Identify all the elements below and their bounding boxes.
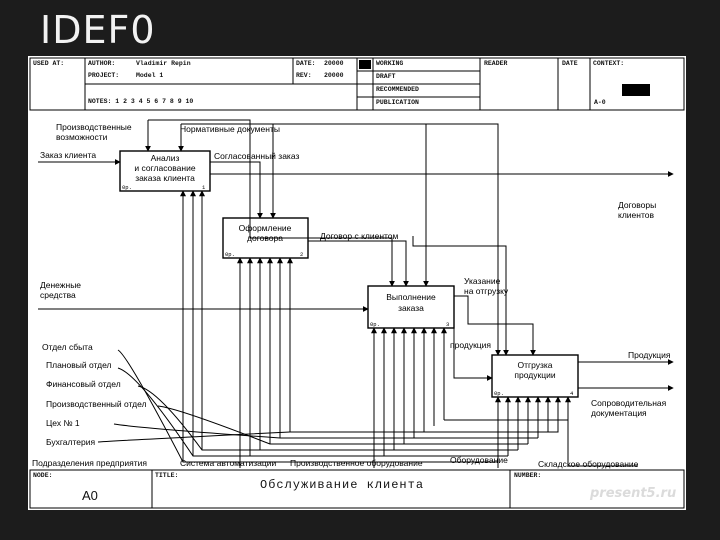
label-mech-6: Бухгалтерия — [46, 437, 95, 447]
label-contracts-out-2: клиентов — [618, 210, 654, 220]
box-a1-ref: 0р. — [122, 184, 132, 191]
context-mark — [622, 84, 650, 96]
label-money-1: Денежные — [40, 280, 81, 290]
watermark-logo: present5.ru — [590, 486, 677, 501]
used-at-label: USED AT: — [33, 60, 65, 67]
label-accompanying-docs-2: документация — [591, 408, 647, 418]
box-a3-line1: Выполнение — [386, 292, 436, 302]
box-a1-line1: Анализ — [151, 153, 180, 163]
box-a4-num: 4 — [570, 390, 574, 397]
label-equipment: Оборудование — [450, 455, 508, 465]
box-a3-num: 3 — [446, 321, 449, 328]
label-mech-5: Цех № 1 — [46, 418, 80, 428]
notes-row: NOTES: 1 2 3 4 5 6 7 8 9 10 — [88, 98, 194, 105]
label-client-contract: Договор с клиентом — [320, 231, 399, 241]
label-agreed-order: Согласованный заказ — [214, 151, 299, 161]
author-value: Vladimir Repin — [136, 60, 191, 67]
label-client-order: Заказ клиента — [40, 150, 96, 160]
label-mech-2: Плановый отдел — [46, 360, 112, 370]
box-a3-ref: 0р. — [370, 321, 380, 328]
footer-number-label: NUMBER: — [514, 472, 542, 479]
idef0-diagram: Анализ и согласование заказа клиента Офо… — [29, 57, 685, 509]
label-warehouse-equipment: Складское оборудование — [538, 459, 639, 469]
footer-node-value: A0 — [82, 488, 98, 503]
arrow-product-internal — [453, 318, 493, 381]
rev-value: 20000 — [324, 72, 344, 79]
mechanism-arrows — [180, 190, 571, 462]
label-automation-system: Система автоматизации — [180, 458, 276, 468]
slide-title: IDEF0 — [40, 8, 156, 52]
working-status-mark — [359, 60, 371, 69]
status-publication: PUBLICATION — [376, 99, 419, 106]
box-a2-ref: 0р. — [225, 251, 235, 258]
footer-title-value: Обслуживание клиента — [260, 478, 425, 492]
label-product-out: Продукция — [628, 350, 671, 360]
project-label: PROJECT: — [88, 72, 120, 79]
status-recommended: RECOMMENDED — [376, 86, 419, 93]
rev-label: REV: — [296, 72, 312, 79]
box-a1-line2: и согласование — [134, 163, 195, 173]
arrow-shipping-instruction — [454, 295, 536, 356]
label-dept-enterprise: Подразделения предприятия — [32, 458, 147, 468]
box-a1-num: 1 — [202, 184, 206, 191]
label-shipping-instruction-2: на отгрузку — [464, 286, 509, 296]
project-value: Model 1 — [136, 72, 164, 79]
box-a1-line3: заказа клиента — [135, 173, 195, 183]
box-a1 — [119, 150, 211, 192]
node-id-label: A-0 — [594, 99, 606, 106]
mechanism-bus-lines — [97, 349, 638, 468]
arrow-contract-a4 — [412, 236, 509, 356]
label-mech-3: Финансовый отдел — [46, 379, 121, 389]
date-value: 20000 — [324, 60, 344, 67]
label-production-equipment: Производственное оборудование — [290, 458, 423, 468]
status-draft: DRAFT — [376, 73, 396, 80]
arrow-client-contract — [308, 240, 409, 287]
label-capabilities-1: Производственные — [56, 122, 132, 132]
box-a4-ref: 0р. — [494, 390, 504, 397]
footer-frame — [29, 469, 685, 509]
box-a3 — [367, 285, 455, 329]
reader-date-label: DATE — [562, 60, 578, 67]
box-a4-line1: Отгрузка — [517, 360, 552, 370]
box-a4-line2: продукции — [514, 370, 555, 380]
label-mech-1: Отдел сбыта — [42, 342, 93, 352]
box-a4 — [491, 354, 579, 398]
label-contracts-out-1: Договоры — [618, 200, 656, 210]
status-working: WORKING — [376, 60, 404, 67]
header-frame — [29, 57, 685, 111]
arrows — [38, 119, 674, 391]
box-a2-line1: Оформление — [239, 223, 292, 233]
label-product-internal: продукция — [450, 340, 491, 350]
label-money-2: средства — [40, 290, 76, 300]
label-normative-docs: Нормативные документы — [180, 124, 280, 134]
footer-node-label: NODE: — [33, 472, 53, 479]
footer-title-label: TITLE: — [155, 472, 179, 479]
reader-label: READER — [484, 60, 508, 67]
box-a2-num: 2 — [300, 251, 303, 258]
label-capabilities-2: возможности — [56, 132, 108, 142]
idef0-sheet: Анализ и согласование заказа клиента Офо… — [28, 56, 686, 510]
arrow-capabilities-a3 — [148, 119, 395, 287]
date-label: DATE: — [296, 60, 316, 67]
box-a2-line2: договора — [247, 233, 283, 243]
box-a3-line2: заказа — [398, 303, 424, 313]
arrow-normative-a2 — [181, 123, 429, 287]
label-shipping-instruction-1: Указание — [464, 276, 501, 286]
arrow-agreed-order — [210, 161, 263, 219]
context-label: CONTEXT: — [593, 60, 625, 67]
author-label: AUTHOR: — [88, 60, 116, 67]
label-accompanying-docs-1: Сопроводительная — [591, 398, 667, 408]
arrow-normative-a4 — [426, 123, 501, 356]
label-mech-4: Производственный отдел — [46, 399, 147, 409]
